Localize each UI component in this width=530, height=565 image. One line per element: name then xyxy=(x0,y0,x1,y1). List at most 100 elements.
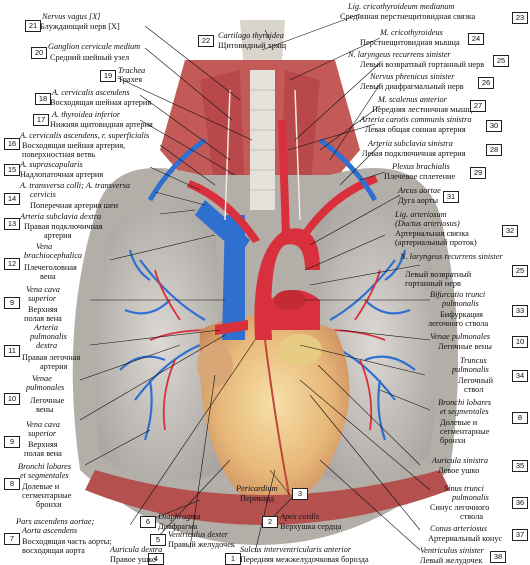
callout-number-28: 28 xyxy=(486,144,502,156)
label-ventriculus-dexter-ru: Правый желудочек xyxy=(168,540,235,549)
brachiocephalic-vein xyxy=(195,200,250,255)
trachea xyxy=(250,70,275,210)
label-laryngeus-a-latin: N. laryngeus recurrens sinister xyxy=(348,50,451,59)
label-ventriculus-sinister-ru: Левый желудочек xyxy=(420,556,483,565)
label-venae-pulmonales-b-ru: Легочные вены xyxy=(438,342,492,351)
label-transversa-latin1: A. transversa colli; A. transversa xyxy=(20,181,131,190)
callout-number-10b: 10 xyxy=(512,336,528,348)
callout-number-22: 22 xyxy=(198,35,214,47)
label-diaphragma-latin: Diaphragma xyxy=(158,512,201,521)
label-bronchi-ru2: сегментарные xyxy=(22,491,72,500)
label-r-superficialis-latin: A. cervicalis ascendens, r. superficiali… xyxy=(20,131,150,140)
callout-number-31: 31 xyxy=(443,191,459,203)
label-aorta-ascendens-ru2: восходящая аорта xyxy=(22,546,85,555)
label-transversa-ru: Поперечная артерия шеи xyxy=(30,201,119,210)
label-ganglion-latin: Ganglion cervicale medium xyxy=(48,42,141,51)
label-m-cricothyroideus-latin: M. cricothyroideus xyxy=(380,28,443,37)
label-cartilago-ru: Щитовидный хрящ xyxy=(218,41,287,50)
callout-number-21: 21 xyxy=(25,20,41,32)
callout-number-12: 12 xyxy=(4,258,20,270)
callout-number-23: 23 xyxy=(512,12,528,24)
label-phrenicus-ru: Левый диафрагмальный нерв xyxy=(360,82,464,91)
label-vena-cava-b-ru2: полая вена xyxy=(24,449,62,458)
label-venae-pulmonales-b-latin: Venae pulmonales xyxy=(430,332,491,341)
label-trachea-ru: Трахея xyxy=(118,75,143,84)
label-vena-cava-b-latin2: superior xyxy=(28,429,57,438)
label-truncus-ru1: Легочный xyxy=(458,376,494,385)
label-scalenus-ru: Передняя лестничная мышца xyxy=(372,105,476,114)
callout-number-10a: 10 xyxy=(4,393,20,405)
label-bronchi-b-latin1: Bronchi lobares xyxy=(438,398,492,407)
subclavian-artery-right xyxy=(187,180,260,243)
label-subclavia-dextra-ru2: артерия xyxy=(44,231,72,240)
label-bifurcatio-latin1: Bifurcatio trunci xyxy=(430,290,486,299)
label-sinus-ru1: Синус легочного xyxy=(430,503,490,512)
label-plexus-ru: Плечевое сплетение xyxy=(384,172,456,181)
callout-number-19: 19 xyxy=(100,70,116,82)
label-arcus-aortae-latin: Arcus aortae xyxy=(398,186,441,195)
label-lig-arteriosum-ru1: Артериальная связка xyxy=(395,229,469,238)
label-a-cervicalis-latin: A. cervicalis ascendens xyxy=(52,88,130,97)
label-auricula-sinistra-ru: Левое ушко xyxy=(438,466,480,475)
label-venae-pulmonales-latin2: pulmonales xyxy=(26,383,65,392)
label-auricula-dextra-ru: Правое ушко xyxy=(110,555,156,564)
label-brachiocephalica-latin2: brachiocephalica xyxy=(24,251,83,260)
label-nervus-vagus-latin: Nervus vagus [X] xyxy=(42,12,101,21)
label-vena-cava-b-latin1: Vena cava xyxy=(26,420,60,429)
label-venae-pulmonales-ru1: Легочные xyxy=(30,396,65,405)
label-sulcus-ru: Передняя межжелудочковая борозда xyxy=(240,555,369,564)
callout-number-5: 5 xyxy=(150,534,166,546)
label-vena-cava-ru2: полая вена xyxy=(24,314,62,323)
label-vena-cava-latin2: superior xyxy=(28,294,57,303)
label-sinus-ru2: ствола xyxy=(460,512,484,521)
label-pulmonalis-dextra-latin3: dextra xyxy=(36,341,58,350)
label-suprascapularis-ru: Надлопаточная артерия xyxy=(20,170,104,179)
label-lig-arteriosum-latin1: Lig. arteriosum xyxy=(395,210,447,219)
callout-number-3: 3 xyxy=(292,488,308,500)
label-vena-cava-latin1: Vena cava xyxy=(26,285,60,294)
label-bronchi-b-ru1: Долевые и xyxy=(440,418,478,427)
leader-lines xyxy=(79,13,431,553)
callout-number-36: 36 xyxy=(512,497,528,509)
callout-number-2: 2 xyxy=(262,516,278,528)
label-carotis-ru: Левая общая сонная артерия xyxy=(365,125,466,134)
label-laryngeus-b-ru1: Левый возвратный xyxy=(405,270,472,279)
callout-number-32: 32 xyxy=(502,225,518,237)
label-lig-arteriosum-ru2: (артериальный проток) xyxy=(395,238,477,247)
label-transversa-latin2: cervicis xyxy=(30,190,56,199)
label-suprascapularis-latin: A. suprascapularis xyxy=(20,160,83,169)
label-pulmonalis-dextra-latin1: Arteria xyxy=(34,323,58,332)
label-cartilago-latin: Cartilago thyroidea xyxy=(218,31,284,40)
callout-number-18: 18 xyxy=(35,93,51,105)
label-brachiocephalica-latin1: Vena xyxy=(36,242,53,251)
callout-number-1: 1 xyxy=(225,553,241,565)
callout-number-34: 34 xyxy=(512,370,528,382)
label-m-cricothyroideus-ru: Перстнещитовидная мышца xyxy=(360,38,460,47)
label-r-superficialis-ru1: Восходящая шейная артерия, xyxy=(22,141,126,150)
label-carotis-latin: Arteria carotis communis sinistra xyxy=(360,115,472,124)
callout-number-29: 29 xyxy=(470,167,486,179)
label-aorta-ascendens-latin2: Aorta ascendens xyxy=(22,526,78,535)
callout-number-27: 27 xyxy=(470,100,486,112)
label-venae-pulmonales-ru2: вены xyxy=(36,405,54,414)
label-lig-arteriosum-latin2: (Ductus arteriosus) xyxy=(395,219,460,228)
label-ventriculus-dexter-latin: Ventriculus dexter xyxy=(168,530,229,539)
label-brachiocephalica-ru2: вена xyxy=(40,272,56,281)
callout-number-15: 15 xyxy=(4,164,20,176)
label-bronchi-ru3: бронхи xyxy=(36,500,62,509)
label-truncus-latin1: Truncus xyxy=(460,356,487,365)
label-laryngeus-b-ru2: гортанный нерв xyxy=(405,279,461,288)
callout-number-14: 14 xyxy=(4,193,20,205)
label-bronchi-ru1: Долевые и xyxy=(22,482,60,491)
callout-number-9b: 9 xyxy=(4,436,20,448)
label-apex-cordis-latin: Apex cordis xyxy=(280,512,320,521)
label-arcus-aortae-ru: Дуга аорты xyxy=(398,196,439,205)
callout-number-38: 38 xyxy=(490,551,506,563)
label-pericardium-ru: Перикард xyxy=(240,494,275,503)
callout-number-8a: 8 xyxy=(4,478,20,490)
label-venae-pulmonales-latin1: Venae xyxy=(32,374,52,383)
label-pulmonalis-dextra-ru1: Правая легочная xyxy=(22,353,81,362)
callout-number-16: 16 xyxy=(4,138,20,150)
callout-number-7: 7 xyxy=(4,533,20,545)
